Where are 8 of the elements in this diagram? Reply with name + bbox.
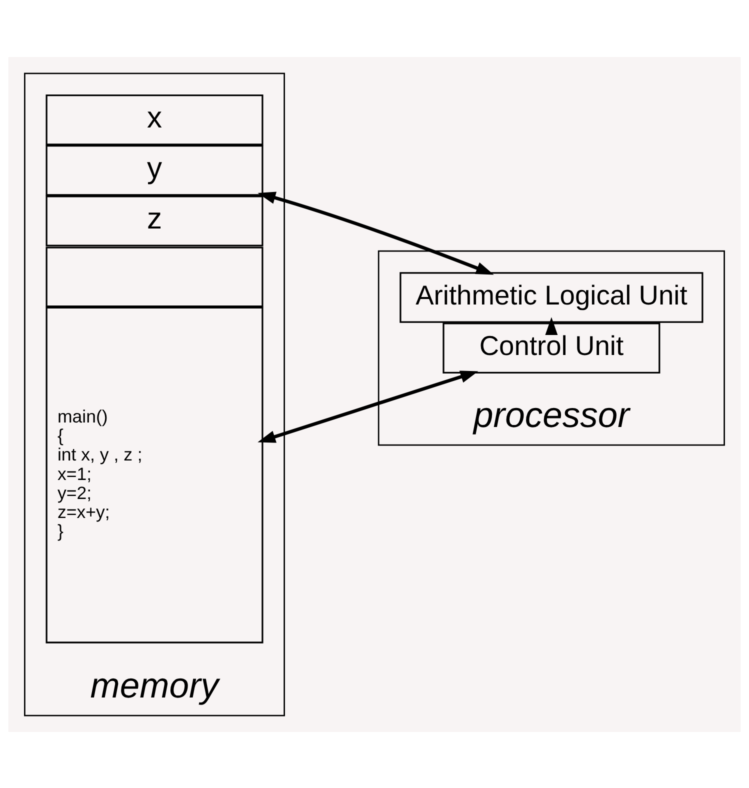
node-box [46,246,264,307]
node-box: y [46,144,264,196]
node-box: main() { int x, y , z ; x=1; y=2; z=x+y; } [46,306,264,643]
node-box: z [46,195,264,246]
arrow [258,370,478,442]
arrow [545,316,558,334]
node-box: x [46,94,264,145]
arrow [258,191,494,274]
